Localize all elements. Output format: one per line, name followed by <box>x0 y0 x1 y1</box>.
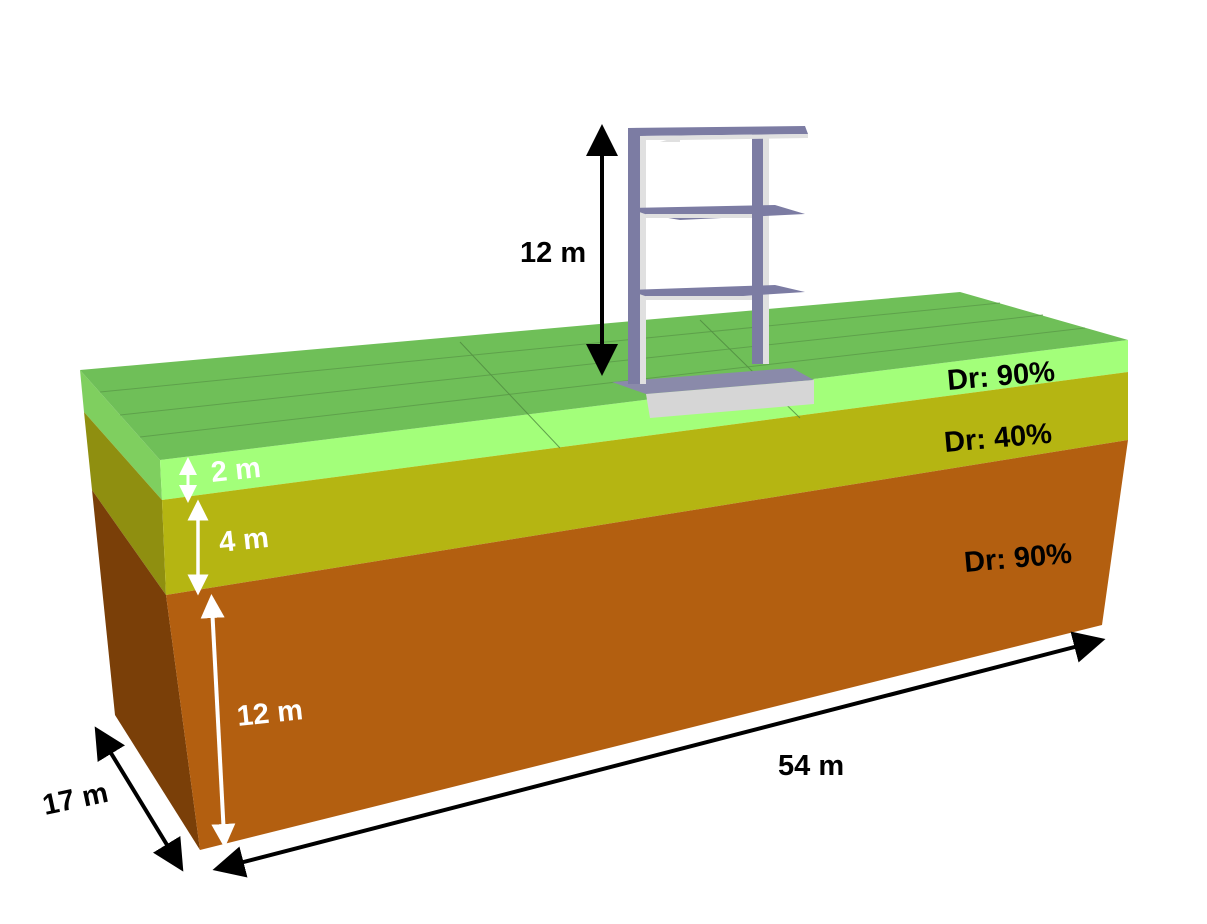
width-label: 17 m <box>40 777 111 822</box>
length-label: 54 m <box>778 750 844 782</box>
frame-structure <box>612 126 814 418</box>
width-arrow <box>94 726 184 872</box>
layer-1-thickness-label: 2 m <box>209 452 262 489</box>
structure-height-label: 12 m <box>520 237 586 269</box>
layer-1-front <box>160 340 1128 500</box>
length-arrow <box>212 631 1106 878</box>
mesh-lines <box>99 302 1086 449</box>
layer-2-front <box>162 372 1128 595</box>
layer-2-thickness-label: 4 m <box>217 522 270 559</box>
